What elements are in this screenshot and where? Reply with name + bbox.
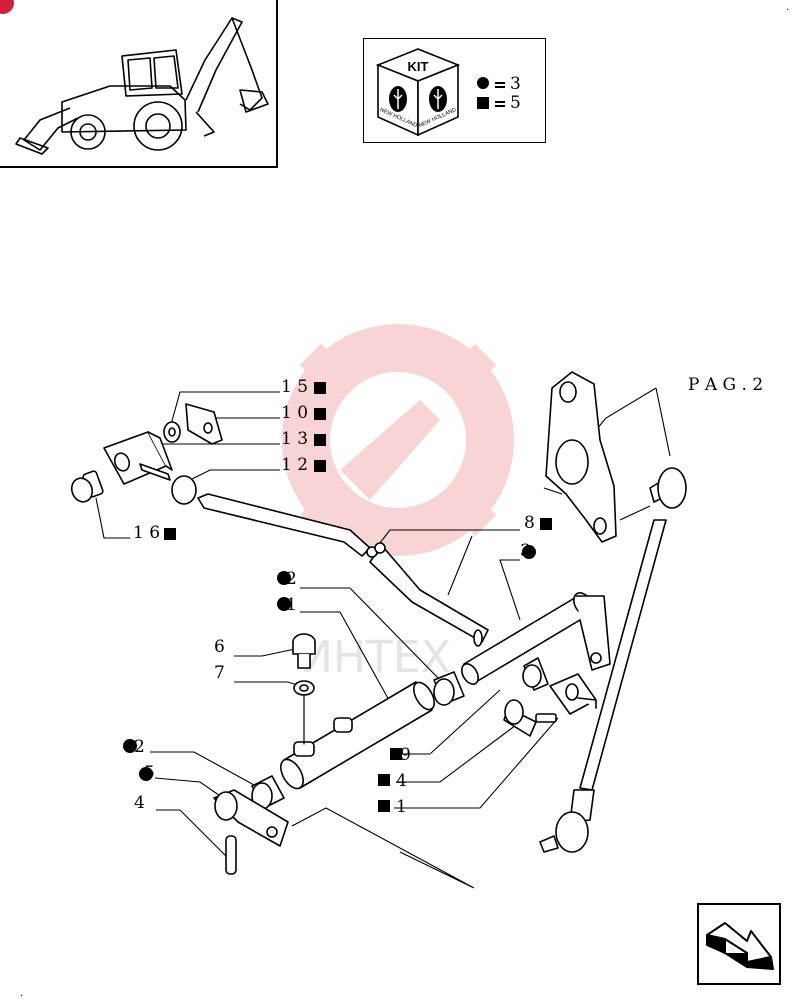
- callout-10: 1 0: [281, 403, 308, 423]
- square-symbol-icon: [477, 97, 489, 109]
- bolt-part: [292, 633, 316, 669]
- callout-5: 5: [144, 763, 155, 783]
- callout-9: 9: [400, 745, 411, 765]
- machine-illustration-frame: [0, 0, 278, 168]
- callout-15: 1 5: [281, 377, 308, 397]
- page-reference: P A G . 2: [688, 375, 763, 395]
- clevis-fork-part: [103, 431, 173, 485]
- next-page-arrow-icon: [706, 922, 774, 970]
- corner-dot: .: [20, 988, 23, 999]
- retaining-plate-part: [185, 403, 223, 445]
- callout-12: 1 2: [281, 455, 308, 475]
- link-rod-part: [539, 467, 687, 853]
- watermark-text: ИНТЕХ: [300, 632, 451, 683]
- callout-4-right: 4: [396, 771, 407, 791]
- watermark-gear-icon: [282, 324, 514, 556]
- kit-cube-icon: KIT NEW HOLLAND NEW HOLLAND 3 5: [375, 48, 521, 137]
- corner-dot-top: .: [786, 2, 789, 13]
- kit-legend: KIT NEW HOLLAND NEW HOLLAND 3 5: [363, 38, 546, 143]
- kit-circle-count: 3: [510, 74, 521, 94]
- control-rod-part: [197, 493, 489, 647]
- clevis-pin-part: [70, 470, 104, 503]
- callout-3: 3: [520, 541, 531, 561]
- callout-4-left: 4: [134, 793, 145, 813]
- lever-shaft-part: [461, 592, 611, 685]
- square-marker-icon: [314, 382, 326, 394]
- kit-square-count: 5: [510, 93, 521, 113]
- callout-8: 8: [524, 513, 535, 533]
- bushing-part-2: [433, 671, 465, 706]
- callout-2-upper: 2: [286, 569, 297, 589]
- circle-symbol-icon: [477, 77, 489, 89]
- mounting-bracket-part: [545, 371, 617, 543]
- pivot-tube-part: [280, 681, 436, 790]
- bushing-part-3: [251, 775, 285, 810]
- clevis-part: [549, 673, 597, 715]
- kit-title: KIT: [408, 59, 429, 74]
- circle-marker-icon: [522, 545, 536, 559]
- backhoe-loader-illustration: [0, 0, 269, 155]
- next-page-button[interactable]: [697, 903, 781, 985]
- bushing-part-4: [522, 657, 549, 691]
- bushing-part: [171, 475, 197, 505]
- pin-part: [503, 699, 557, 737]
- callout-16: 1 6: [133, 523, 160, 543]
- corner-badge-icon: [0, 0, 14, 14]
- callout-7: 7: [214, 663, 225, 683]
- callout-2-lower: 2: [134, 737, 145, 757]
- callout-6: 6: [214, 637, 225, 657]
- roll-pin-part: [225, 835, 237, 875]
- lower-lever-part: [213, 789, 289, 847]
- callout-markers: [123, 382, 552, 812]
- callout-1-upper: 1: [286, 595, 297, 615]
- callout-13: 1 3: [281, 429, 308, 449]
- callout-1-lower: 1: [396, 797, 407, 817]
